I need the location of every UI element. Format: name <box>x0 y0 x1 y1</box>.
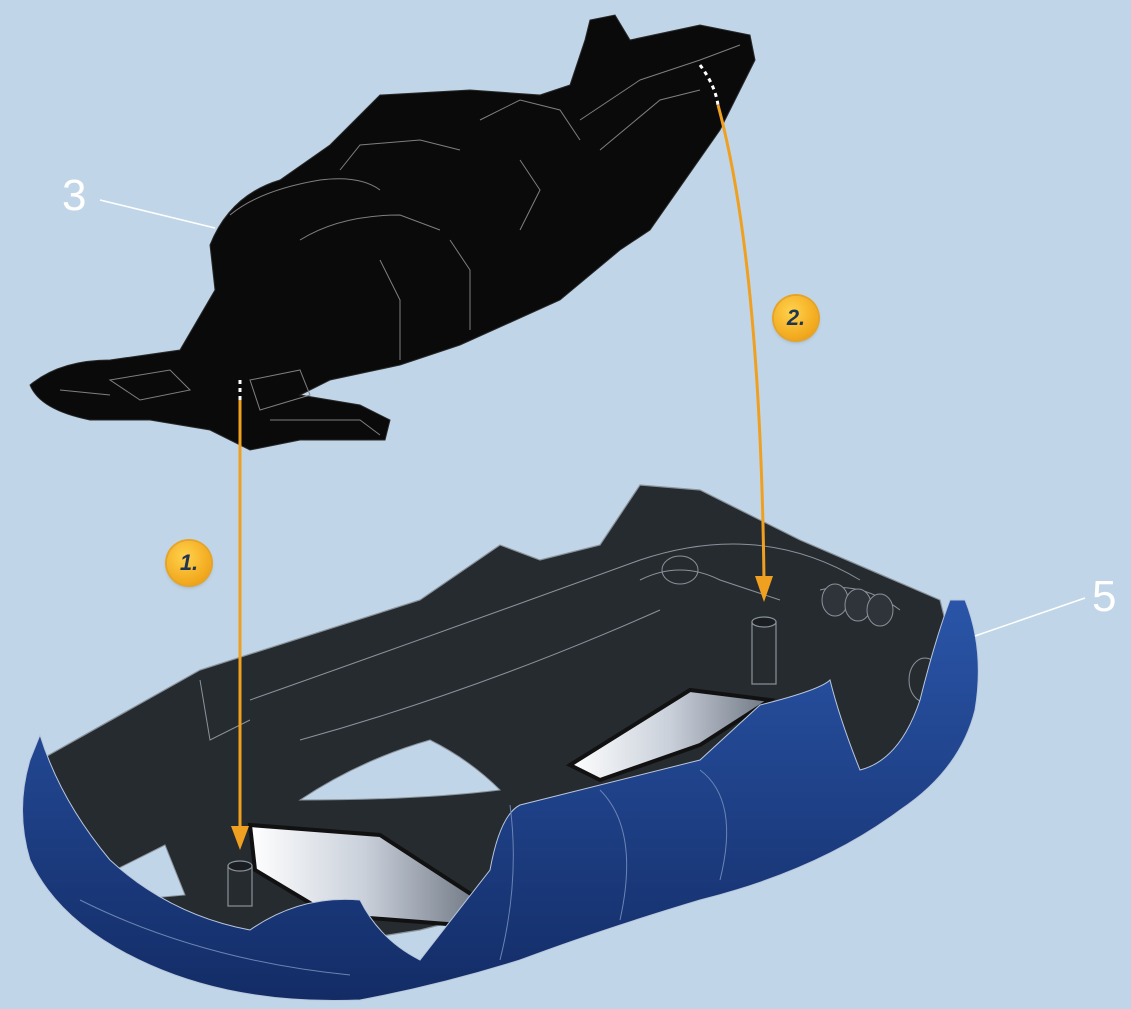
lower-body-shell <box>22 599 979 1002</box>
assembly-arrow-2 <box>698 64 773 602</box>
leader-line-part-5 <box>974 597 1086 637</box>
lower-body-detail-lines <box>199 543 942 741</box>
lower-body-part <box>22 484 979 1002</box>
part-label-3: 3 <box>62 171 87 220</box>
upper-body-part <box>29 14 756 451</box>
lower-body-glass-panel <box>565 687 776 783</box>
assembly-arrow-1 <box>231 380 249 850</box>
lower-body-shell-lines <box>79 769 728 976</box>
lower-body-cutout <box>298 739 502 801</box>
leader-line-part-3 <box>99 199 216 229</box>
mounting-post-front <box>227 860 253 907</box>
step-badge-2: 2. <box>774 296 818 340</box>
part-label-5: 5 <box>1092 572 1117 621</box>
mounting-post-rear <box>751 616 777 685</box>
lower-body-cylinders <box>821 583 894 627</box>
step-badge-1: 1. <box>167 541 211 585</box>
upper-body-detail-lines <box>59 44 741 436</box>
upper-body-silhouette <box>29 14 756 451</box>
